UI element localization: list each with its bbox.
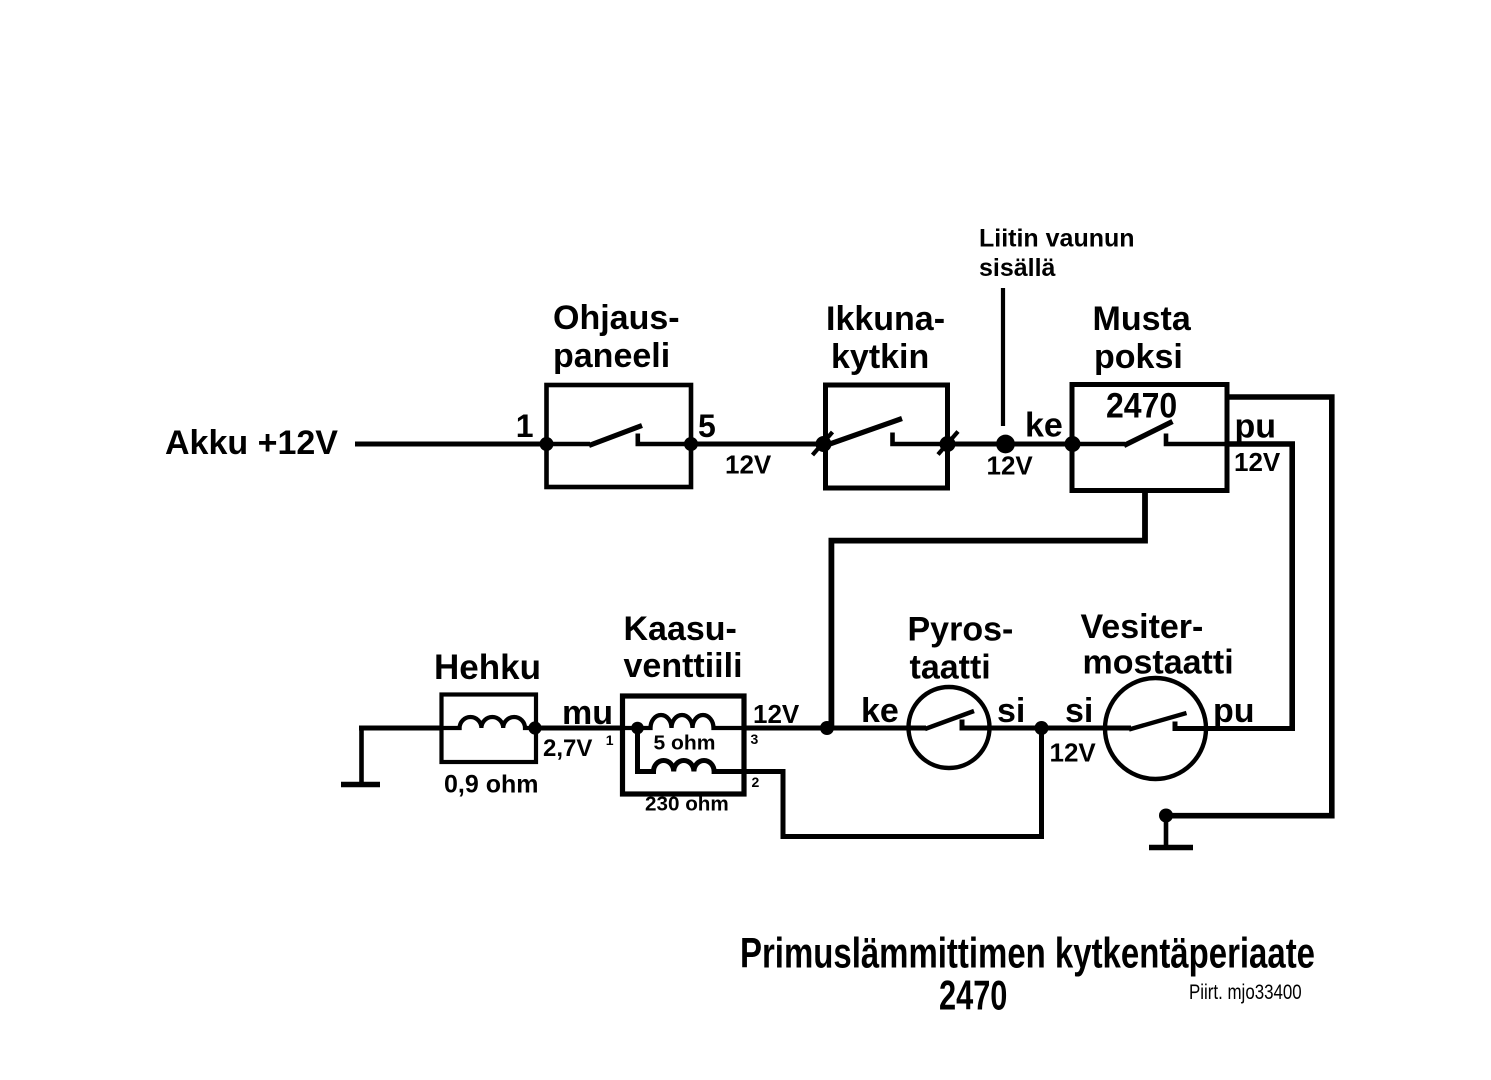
svg-text:Vesiter-: Vesiter- [1081, 608, 1204, 646]
svg-text:Hehku: Hehku [434, 648, 541, 687]
svg-text:sisällä: sisällä [979, 254, 1056, 282]
svg-text:2470: 2470 [1106, 387, 1177, 426]
svg-text:ke: ke [1025, 407, 1063, 445]
svg-text:si: si [1065, 692, 1093, 730]
svg-text:0,9 ohm: 0,9 ohm [444, 771, 538, 799]
svg-text:230 ohm: 230 ohm [645, 794, 729, 816]
svg-text:mu: mu [562, 694, 613, 732]
svg-text:taatti: taatti [910, 649, 991, 687]
svg-text:5 ohm: 5 ohm [654, 733, 716, 755]
svg-text:mostaatti: mostaatti [1083, 644, 1234, 682]
svg-text:2470: 2470 [939, 972, 1007, 1019]
svg-text:si: si [997, 692, 1025, 730]
svg-text:paneeli: paneeli [553, 337, 670, 375]
svg-text:pu: pu [1213, 692, 1255, 730]
svg-text:2: 2 [752, 774, 760, 790]
svg-text:12V: 12V [725, 450, 772, 480]
svg-text:Liitin vaunun: Liitin vaunun [979, 225, 1135, 253]
svg-text:Akku +12V: Akku +12V [165, 424, 338, 462]
svg-text:12V: 12V [987, 451, 1034, 481]
svg-text:pu: pu [1235, 408, 1277, 446]
svg-text:1: 1 [606, 732, 614, 748]
svg-text:2,7V: 2,7V [543, 735, 592, 762]
svg-text:Musta: Musta [1093, 300, 1192, 338]
svg-text:1: 1 [516, 408, 534, 444]
svg-text:12V: 12V [1234, 447, 1281, 477]
svg-text:Pyros-: Pyros- [908, 611, 1014, 649]
svg-text:Piirt. mjo33400: Piirt. mjo33400 [1189, 981, 1302, 1004]
svg-text:Primuslämmittimen kytkentäperi: Primuslämmittimen kytkentäperiaate [740, 929, 1315, 977]
svg-text:Kaasu-: Kaasu- [624, 610, 737, 648]
svg-text:5: 5 [698, 408, 716, 444]
svg-text:poksi: poksi [1094, 338, 1183, 376]
svg-text:Ohjaus-: Ohjaus- [553, 299, 680, 337]
svg-text:Ikkuna-: Ikkuna- [826, 300, 945, 338]
svg-text:12V: 12V [753, 699, 800, 729]
svg-text:12V: 12V [1050, 738, 1097, 768]
svg-text:ke: ke [861, 692, 899, 730]
svg-text:kytkin: kytkin [831, 338, 929, 376]
svg-text:3: 3 [751, 731, 759, 747]
svg-text:venttiili: venttiili [624, 647, 743, 685]
